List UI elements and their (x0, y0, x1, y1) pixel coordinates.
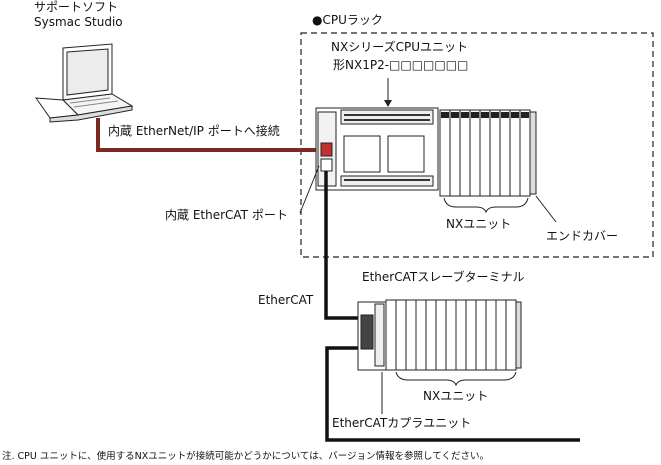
cpu-pointer-arrow (384, 100, 392, 107)
ethercat-label: EtherCAT (258, 293, 314, 307)
nx-units-top-brace (443, 197, 529, 214)
ethercat-cable-out (325, 346, 580, 442)
footnote: 注. CPU ユニットに、使用するNXユニットが接続可能かどうかについては、バー… (2, 451, 489, 462)
ethercat-port (320, 158, 333, 172)
ethernet-ip-connect-label: 内蔵 EtherNet/IP ポートへ接続 (108, 124, 280, 138)
ethernet-ip-port (320, 142, 333, 157)
nx-units-bottom (385, 299, 517, 371)
cpu-rack-boundary (300, 32, 654, 258)
coupler-unit-label: EtherCATカプラユニット (332, 416, 472, 430)
sysmac-studio-label: Sysmac Studio (34, 15, 123, 29)
cpu-rack-label: ●CPUラック (312, 13, 383, 27)
end-cover (529, 111, 537, 195)
nx-unit-top-label: NXユニット (446, 217, 512, 231)
support-software-label: サポートソフト (34, 0, 119, 14)
end-cover-leader (535, 195, 557, 223)
coupler-unit (357, 301, 387, 371)
end-cover-bottom (515, 301, 522, 369)
nx-units-top (439, 109, 531, 197)
ethercat-port-label: 内蔵 EtherCAT ポート (165, 208, 288, 222)
slave-terminal-label: EtherCATスレーブターミナル (362, 270, 525, 284)
cpu-model-label: 形NX1P2-□□□□□□□ (333, 58, 469, 72)
cpu-unit-label: NXシリーズCPUユニット (331, 40, 468, 54)
ethercat-cable (324, 171, 366, 320)
end-cover-label: エンドカバー (546, 229, 619, 243)
nx-units-top-heads (441, 112, 529, 118)
ethercat-port-leader (299, 165, 320, 214)
ethernet-ip-cable (96, 118, 323, 152)
nx-unit-bottom-label: NXユニット (423, 389, 489, 403)
laptop-icon (34, 43, 134, 123)
cpu-terminal-rows (344, 114, 430, 181)
nx-units-bottom-brace (395, 371, 517, 387)
